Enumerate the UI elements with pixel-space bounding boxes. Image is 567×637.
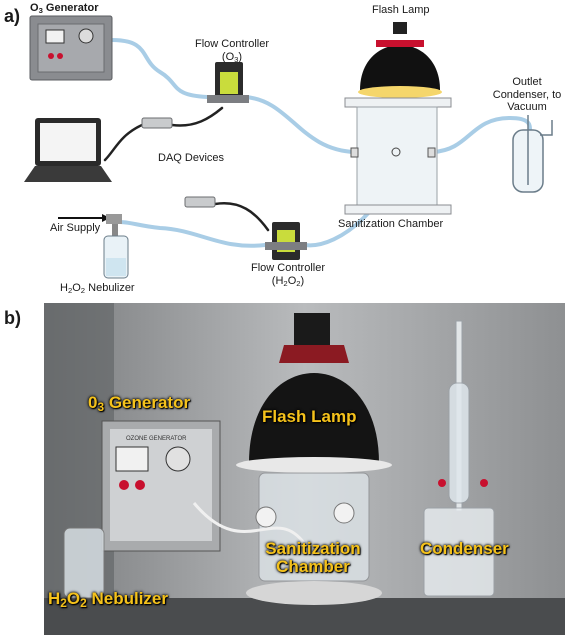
sanitization-chamber-label: Sanitization Chamber (338, 218, 444, 230)
signal-cables (103, 106, 270, 232)
o3-generator-device (29, 15, 113, 81)
flash-lamp-device (358, 22, 442, 98)
panel-a-diagram (24, 15, 553, 279)
photo-condenser-label: Condenser (420, 539, 509, 558)
ozone-generator-photo: OZONE GENERATOR (101, 420, 221, 552)
tubing (110, 38, 532, 248)
photo-flash-lamp-label: Flash Lamp (262, 407, 357, 426)
photo-sanitization-chamber-label: Sanitization Chamber (265, 539, 361, 576)
o3-generator-label: O3 Generator (30, 2, 99, 15)
panel-b-label: b) (4, 308, 21, 328)
outlet-condenser-label: Outlet Condenser, to Vacuum (492, 76, 562, 114)
ozone-panel-text: OZONE GENERATOR (126, 436, 187, 442)
h2o2-nebulizer-device (58, 214, 129, 279)
flow-controller-h2o2-label: Flow Controller (H2O2) (251, 262, 325, 288)
daq-device-1 (141, 117, 173, 129)
nebulizer-photo (63, 527, 105, 599)
photo-h2o2-nebulizer-label: H2O2 Nebulizer (48, 589, 169, 610)
tubing-photo (192, 502, 306, 544)
flow-controller-o3-label: Flow Controller (O3) (195, 38, 269, 64)
outlet-condenser-device (512, 115, 553, 193)
daq-devices-label: DAQ Devices (158, 152, 225, 164)
flash-lamp-photo (236, 313, 392, 473)
flow-controller-h2o2-device (265, 222, 307, 260)
panel-b-photo: OZONE GENERATOR (44, 303, 565, 635)
air-supply-label: Air Supply (50, 222, 101, 234)
sanitization-chamber-device (344, 97, 452, 215)
flash-lamp-label: Flash Lamp (372, 4, 430, 16)
panel-a-label: a) (4, 6, 21, 26)
laptop-device (24, 118, 112, 182)
daq-device-2 (184, 196, 216, 208)
h2o2-nebulizer-label: H2O2 Nebulizer (60, 282, 135, 295)
flow-controller-o3-device (207, 62, 249, 103)
chamber-photo (246, 472, 382, 605)
photo-o3-generator-label: 03 Generator (88, 393, 191, 414)
condenser-photo (423, 320, 495, 597)
